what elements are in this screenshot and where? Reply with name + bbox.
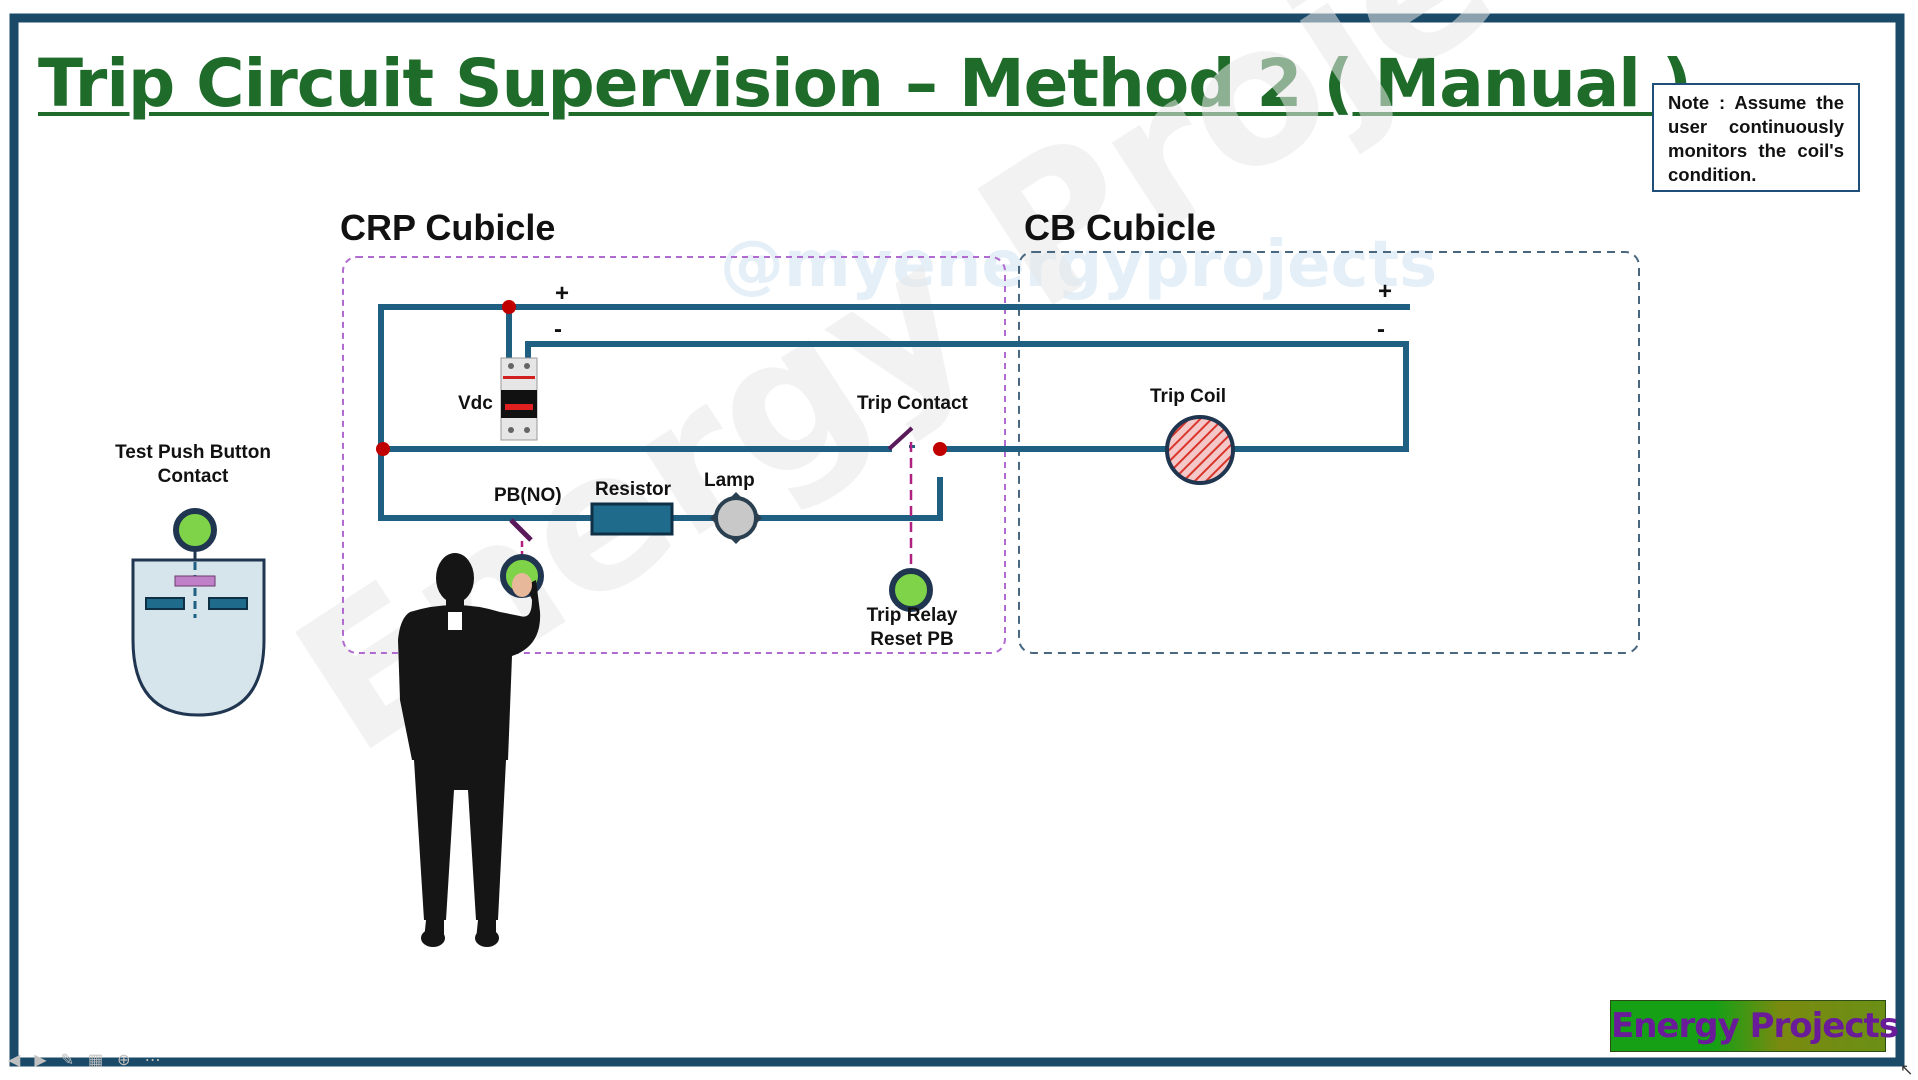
mouse-cursor-icon: ↖ xyxy=(1900,1062,1914,1079)
junction-dot xyxy=(376,442,390,456)
trip-coil-symbol xyxy=(1165,415,1235,485)
cb-cubicle-boundary xyxy=(1018,251,1640,654)
lamp-symbol xyxy=(710,492,762,544)
watermark-handle: @myenergyprojects xyxy=(720,228,1438,302)
crp-cubicle-label: CRP Cubicle xyxy=(340,207,556,248)
next-icon[interactable]: ▶ xyxy=(34,1052,61,1069)
pb-no-contact-symbol xyxy=(508,515,533,558)
negative-sign-crp: - xyxy=(554,316,562,343)
negative-sign-cb: - xyxy=(1377,316,1385,343)
trip-relay-reset-label: Trip Relay Reset PB xyxy=(866,605,958,650)
lamp-label: Lamp xyxy=(704,470,755,491)
more-icon[interactable]: ⋯ xyxy=(144,1052,175,1069)
trip-contact-symbol xyxy=(887,426,915,572)
test-button-cap[interactable] xyxy=(173,508,217,552)
trip-coil-label: Trip Coil xyxy=(1150,386,1226,407)
resistor-label: Resistor xyxy=(595,479,672,500)
slideshow-controls: ◀▶✎▦⊕⋯ xyxy=(8,1050,175,1070)
junction-dot xyxy=(933,442,947,456)
note-box: Note : Assume the user continuously moni… xyxy=(1652,83,1860,192)
vdc-label: Vdc xyxy=(458,393,493,414)
resistor-symbol xyxy=(590,502,674,536)
test-push-button-label: Test Push Button Contact xyxy=(115,442,271,487)
cb-cubicle-label: CB Cubicle xyxy=(1024,207,1217,248)
pb-no-label: PB(NO) xyxy=(494,485,562,506)
slides-icon[interactable]: ▦ xyxy=(88,1052,118,1069)
zoom-icon[interactable]: ⊕ xyxy=(117,1052,145,1069)
pen-icon[interactable]: ✎ xyxy=(60,1052,89,1069)
prev-icon[interactable]: ◀ xyxy=(8,1052,35,1069)
junction-dot xyxy=(502,300,516,314)
crp-cubicle-boundary xyxy=(342,256,1006,654)
trip-relay-reset-button[interactable] xyxy=(889,568,933,612)
positive-sign-cb: + xyxy=(1378,278,1393,305)
vdc-breaker xyxy=(500,357,538,441)
energy-projects-logo: Energy Projects xyxy=(1610,1000,1899,1052)
trip-contact-label: Trip Contact xyxy=(857,393,968,414)
slide-title: Trip Circuit Supervision – Method 2 ( Ma… xyxy=(38,45,1692,122)
operator-figure xyxy=(398,553,541,947)
positive-sign-crp: + xyxy=(555,280,570,307)
test-push-button-illustration xyxy=(131,508,266,717)
